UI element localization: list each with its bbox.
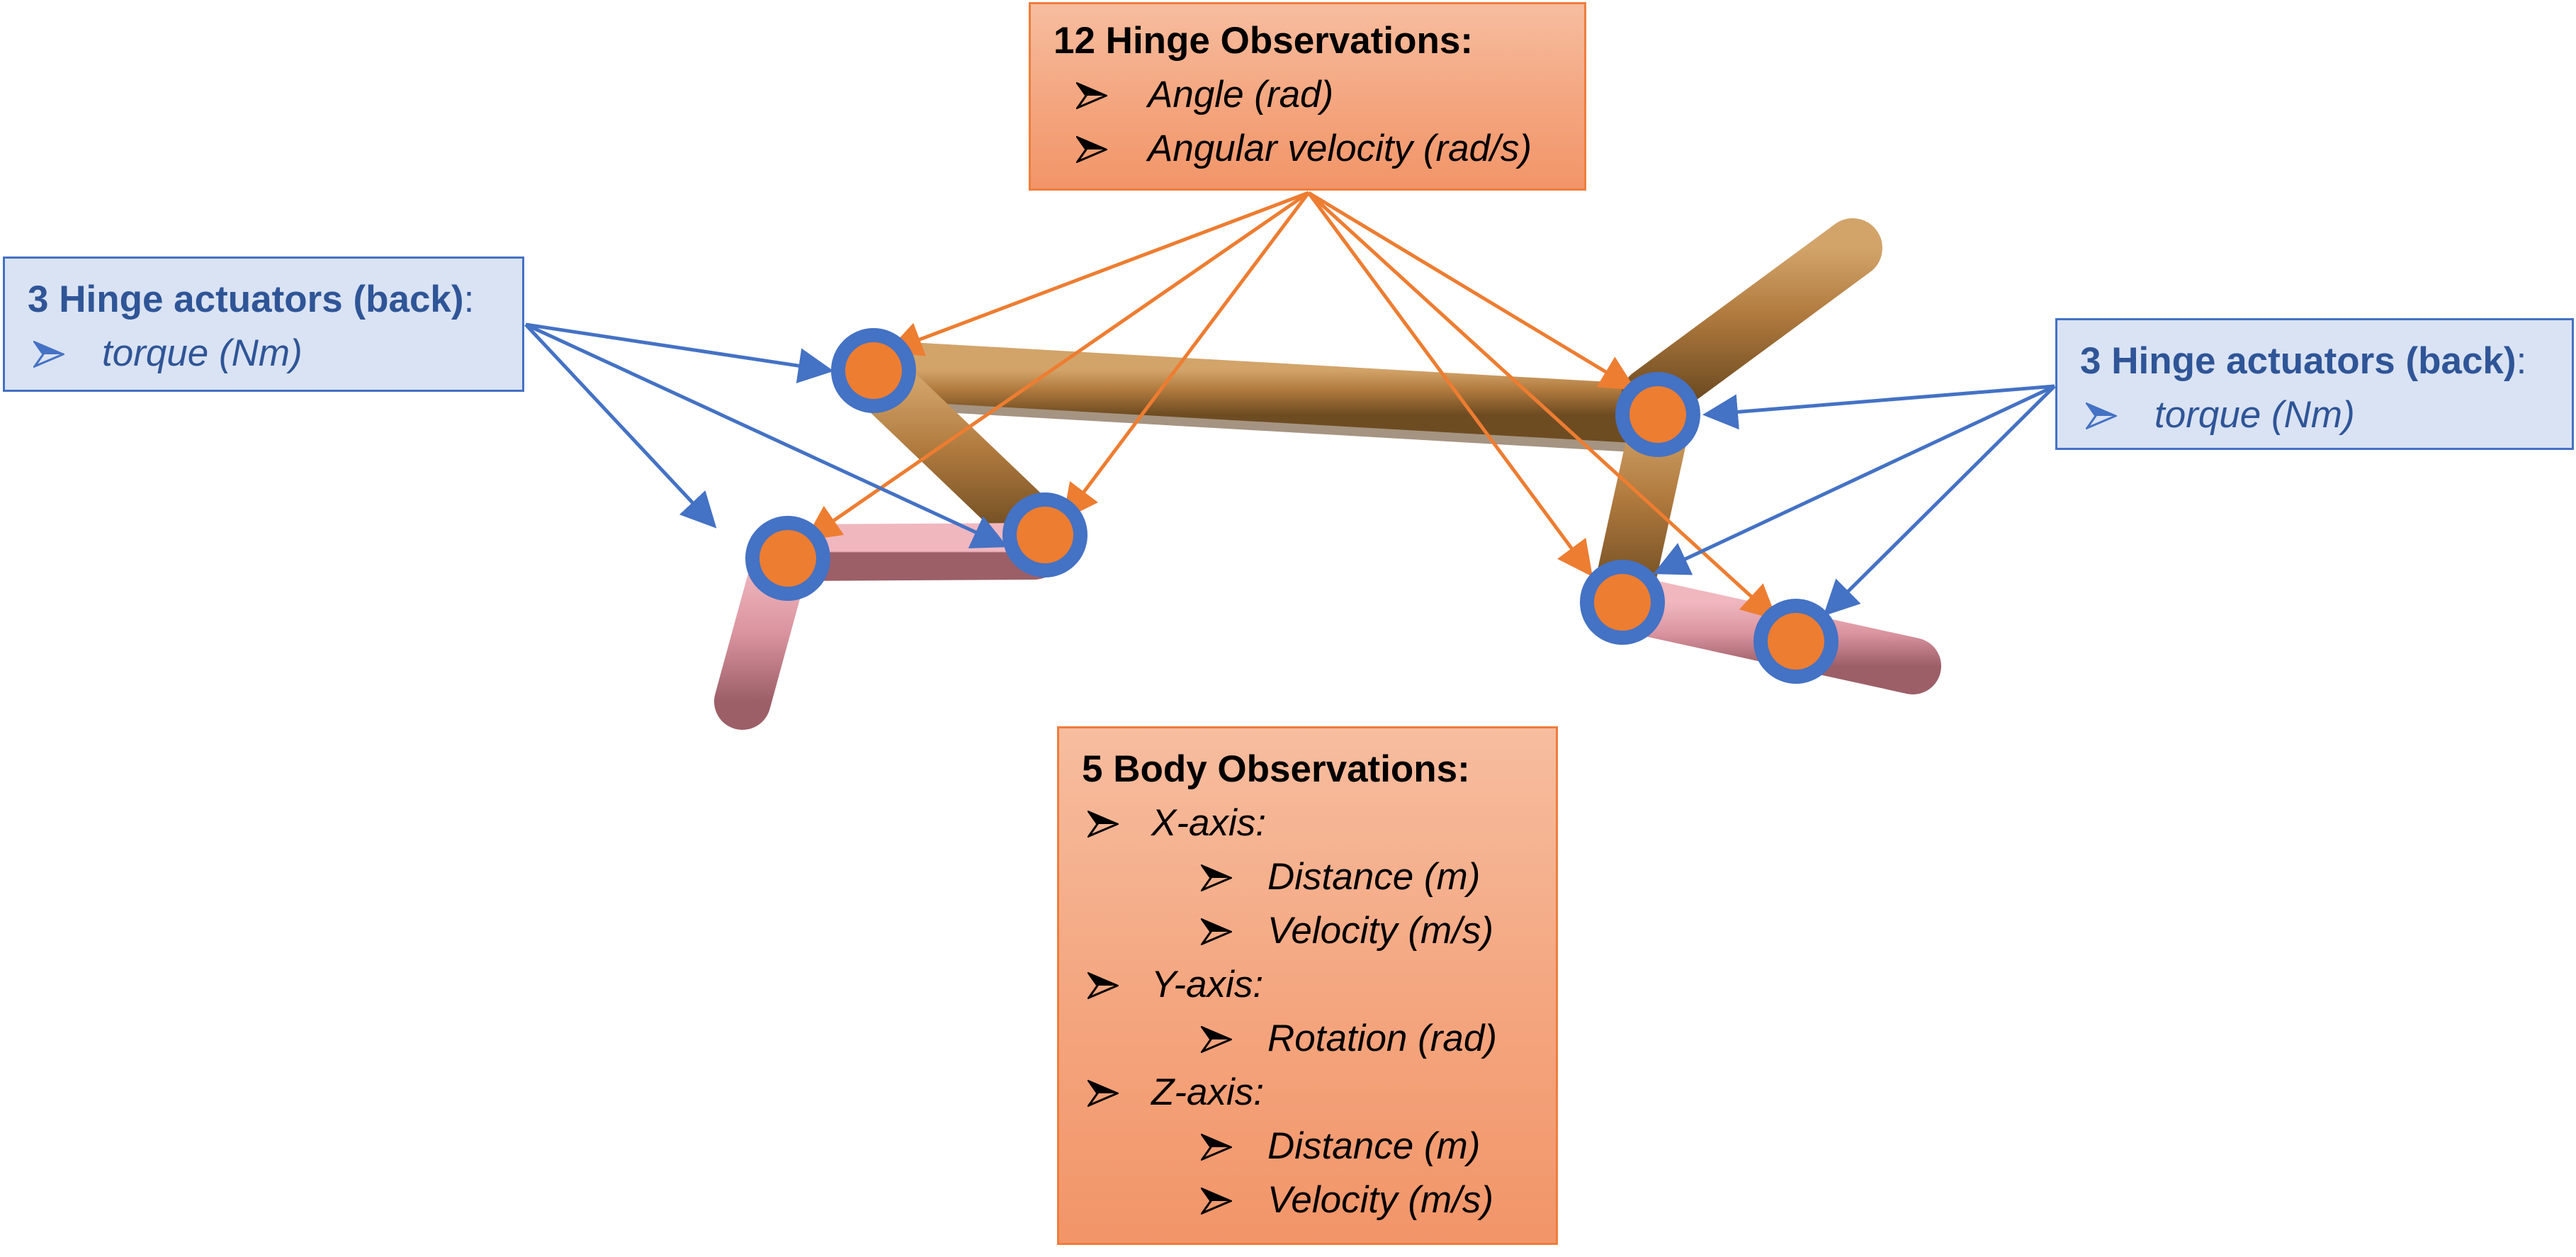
list-item: Velocity (m/s): [1082, 904, 1556, 958]
actuator-torque-left: torque (Nm): [102, 332, 303, 374]
torso: [842, 340, 1688, 444]
actuators-box-left: 3 Hinge actuators (back): torque (Nm): [3, 257, 524, 392]
list-item: Distance (m): [1082, 850, 1556, 904]
hinge-observations-box: 12 Hinge Observations: Angle (rad) Angul…: [1029, 2, 1586, 191]
y-axis-label: Y-axis:: [1151, 964, 1264, 1005]
list-item: Angular velocity (rad/s): [1053, 122, 1584, 176]
list-item: Angle (rad): [1053, 68, 1584, 122]
x-axis-velocity: Velocity (m/s): [1267, 910, 1494, 952]
joint-back-ankle: [745, 516, 830, 601]
arrow-bullet-icon: [1088, 811, 1119, 838]
z-axis-velocity: Velocity (m/s): [1267, 1179, 1494, 1221]
x-axis-distance: Distance (m): [1267, 856, 1481, 898]
joint-back-knee: [1002, 492, 1088, 577]
arrow-bullet-icon: [1076, 136, 1107, 163]
front-neck: [1621, 218, 1882, 427]
list-item: Velocity (m/s): [1082, 1173, 1556, 1227]
observation-arrow: [804, 191, 1310, 541]
body-observations-box: 5 Body Observations: X-axis: Distance (m…: [1057, 726, 1558, 1245]
actuator-arrow: [1702, 384, 2055, 430]
list-item: Z-axis:: [1082, 1066, 1556, 1120]
list-item: X-axis:: [1082, 796, 1556, 850]
arrow-bullet-icon: [1088, 1080, 1119, 1107]
list-item: torque (Nm): [2080, 388, 2572, 442]
x-axis-label: X-axis:: [1151, 802, 1266, 844]
arrow-bullet-icon: [33, 341, 64, 368]
joint-front-ankle: [1753, 599, 1838, 684]
actuator-arrow: [524, 322, 1008, 548]
z-axis-label: Z-axis:: [1151, 1071, 1264, 1113]
arrow-bullet-icon: [1076, 82, 1107, 109]
hinge-observation-angle: Angle (rad): [1148, 74, 1334, 115]
arrow-bullet-icon: [2086, 402, 2117, 429]
joint-back-hip: [831, 328, 916, 413]
actuators-title-left: 3 Hinge actuators (back):: [28, 278, 475, 320]
actuator-arrow: [1653, 384, 2056, 575]
observation-arrow: [1307, 191, 1637, 390]
list-item: Rotation (rad): [1082, 1012, 1556, 1066]
arrow-bullet-icon: [1088, 972, 1119, 999]
actuator-arrow: [524, 323, 717, 529]
actuators-box-right: 3 Hinge actuators (back): torque (Nm): [2055, 318, 2574, 450]
back-shin: [765, 523, 1063, 581]
arrow-bullet-icon: [1201, 1026, 1232, 1053]
observation-arrow: [886, 191, 1309, 356]
list-item: torque (Nm): [28, 327, 522, 381]
y-axis-rotation: Rotation (rad): [1267, 1018, 1498, 1059]
observation-arrow: [1307, 191, 1778, 621]
observation-arrows: [804, 191, 1778, 621]
list-item: Distance (m): [1082, 1120, 1556, 1173]
actuator-torque-right: torque (Nm): [2154, 394, 2355, 436]
actuators-title-right: 3 Hinge actuators (back):: [2080, 340, 2527, 382]
z-axis-distance: Distance (m): [1267, 1125, 1481, 1167]
list-item: Y-axis:: [1082, 958, 1556, 1012]
observation-arrow: [1306, 191, 1593, 577]
actuator-arrow: [1823, 385, 2056, 616]
arrow-bullet-icon: [1201, 864, 1232, 891]
robot-model: [714, 218, 1941, 730]
joint-front-hip: [1615, 372, 1700, 457]
arrow-bullet-icon: [1201, 918, 1232, 945]
actuator-arrows: [524, 322, 2056, 616]
arrow-bullet-icon: [1201, 1134, 1232, 1161]
arrow-bullet-icon: [1201, 1188, 1232, 1214]
observation-arrow: [1062, 191, 1310, 520]
hinge-observations-title: 12 Hinge Observations:: [1053, 20, 1474, 62]
hinge-observation-angular-velocity: Angular velocity (rad/s): [1148, 128, 1532, 169]
actuator-arrow: [525, 322, 834, 383]
joint-front-knee: [1580, 560, 1665, 645]
body-observations-title: 5 Body Observations:: [1082, 748, 1470, 790]
joints: [745, 328, 1838, 684]
